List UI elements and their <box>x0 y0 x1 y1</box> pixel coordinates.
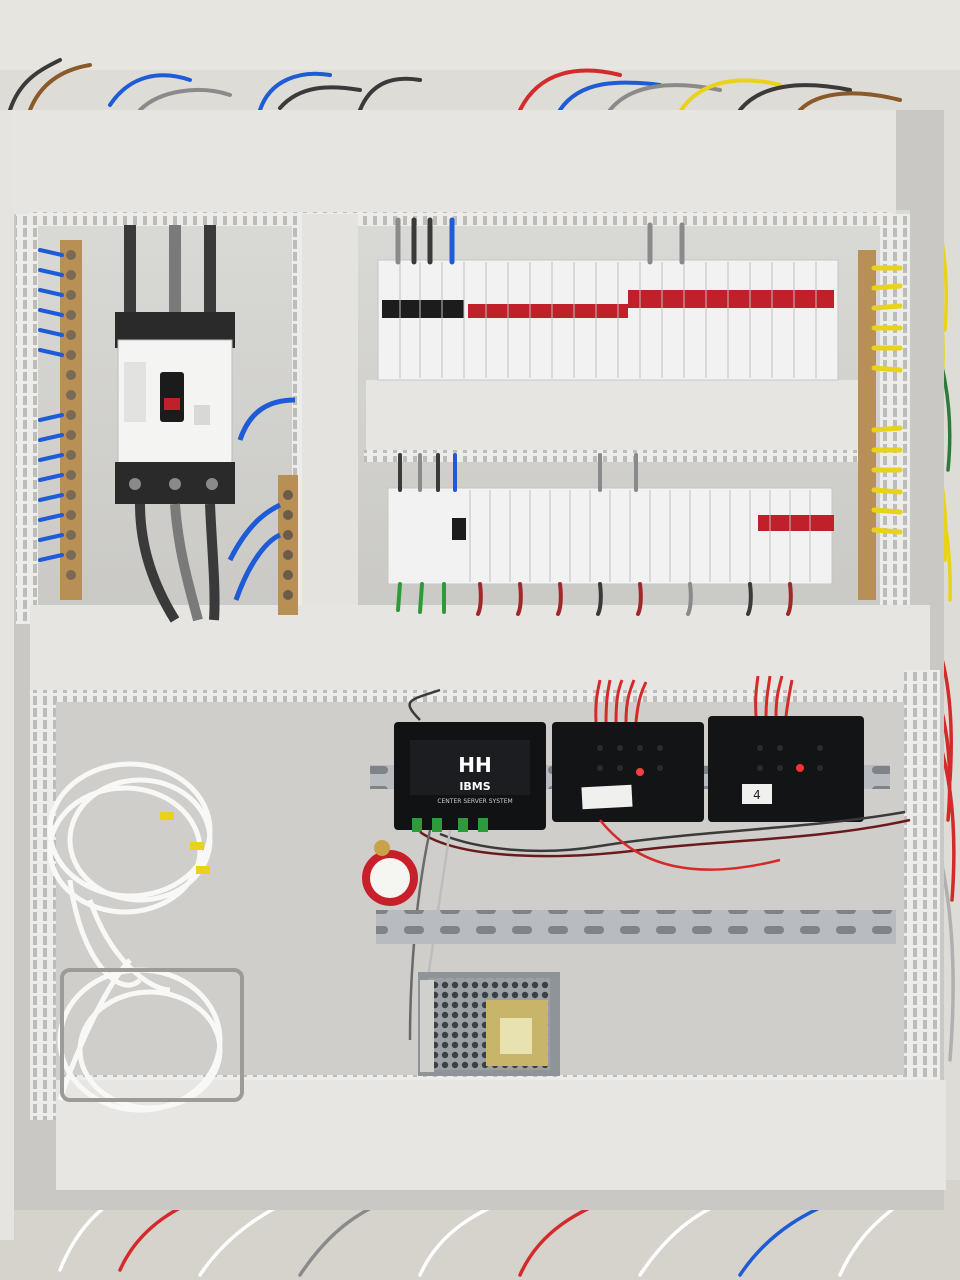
din-rail-lower <box>376 910 896 944</box>
top-wire-bundle <box>8 58 902 114</box>
power-supply-unit <box>418 972 560 1076</box>
junction-box <box>60 968 244 1102</box>
controller-subtitle: CENTER SERVER SYSTEM <box>437 798 512 805</box>
neutral-busbar <box>60 240 82 600</box>
earth-busbar <box>227 397 298 615</box>
status-led <box>796 764 804 772</box>
io-module-2: 4 <box>708 675 864 822</box>
controller-logo: HH <box>458 753 491 777</box>
ibms-controller: HH IBMS CENTER SERVER SYSTEM <box>394 722 546 832</box>
right-terminal-busbar <box>858 250 903 600</box>
status-led <box>636 768 644 776</box>
buzzer <box>362 840 418 906</box>
blue-neutral-wires <box>38 248 64 562</box>
main-circuit-breaker <box>115 225 235 623</box>
io-module-1 <box>552 679 704 822</box>
controller-brand: IBMS <box>459 780 490 793</box>
lower-breaker-row <box>387 453 834 616</box>
module-tag-label: 4 <box>753 788 761 802</box>
upper-breaker-row <box>377 217 839 381</box>
